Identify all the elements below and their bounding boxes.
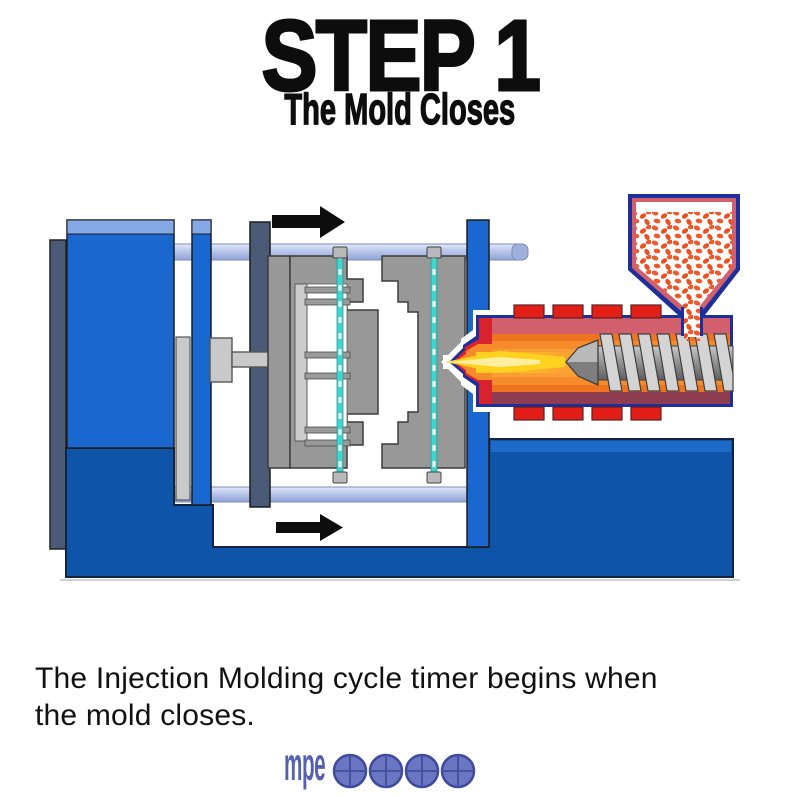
cooling-line-stationary (426, 246, 442, 484)
screw-flights (599, 333, 734, 392)
cooling-line-cap (426, 471, 442, 484)
mold-half-stationary (381, 246, 466, 484)
step-title-text: STEP 1 (260, 0, 542, 112)
step-title: STEP 1 (0, 0, 800, 112)
ejector-plate (294, 283, 308, 442)
support-column-blue-body (191, 219, 212, 506)
mold-half-moving (289, 246, 379, 484)
machine-base-top-strip (491, 441, 731, 452)
logo-sphere (332, 753, 368, 789)
screw-tip-top (566, 340, 598, 362)
clamp-guide-bar (175, 336, 191, 501)
injection-unit (441, 304, 734, 421)
logo-sphere (404, 753, 440, 789)
reciprocating-screw (565, 333, 734, 392)
hopper (628, 194, 740, 341)
mold-close-arrow-bottom (276, 514, 343, 541)
clamp-cylinder-block (209, 337, 233, 383)
mold-close-arrow-top (272, 206, 345, 238)
pellet-stream (684, 307, 700, 341)
melt-stream-hot-core (447, 357, 540, 367)
cooling-line-moving (332, 246, 348, 484)
cooling-line-cap (426, 246, 442, 259)
step-subtitle: The Mold Closes (0, 85, 800, 134)
throat-wall-left (681, 307, 684, 336)
support-column-blue-cap (191, 219, 212, 235)
logo-sphere (368, 753, 404, 789)
heater-bands (513, 304, 662, 421)
mpe-logo: mpe (284, 740, 476, 790)
clamp-end-block-cap (66, 219, 175, 235)
base-shadow-line (60, 579, 740, 581)
mold-half-stationary-body (381, 255, 466, 469)
caption-text: The Injection Molding cycle timer begins… (35, 662, 658, 732)
cooling-line-cap (332, 246, 348, 259)
rear-support-plate (49, 239, 67, 550)
ejector-pins (304, 286, 351, 447)
step-subtitle-text: The Mold Closes (284, 85, 516, 134)
hopper-pellets (636, 212, 732, 307)
logo-spheres (332, 753, 476, 789)
cooling-line-cap (332, 471, 348, 484)
barrel-bottom-wall (492, 392, 730, 404)
moving-platen (267, 255, 291, 469)
clamp-piston-rod (231, 351, 271, 368)
throat-wall-right (700, 307, 703, 336)
tie-bar-bottom (172, 486, 473, 503)
logo-sphere (440, 753, 476, 789)
logo-text: mpe (284, 740, 325, 790)
screw-tip-bottom (566, 362, 598, 385)
support-column-blue (191, 219, 212, 506)
clamp-end-block (66, 219, 175, 449)
barrel-top-wall (492, 318, 730, 334)
clamp-end-block-body (66, 219, 175, 449)
tie-bar-top-end-cap (511, 243, 529, 261)
